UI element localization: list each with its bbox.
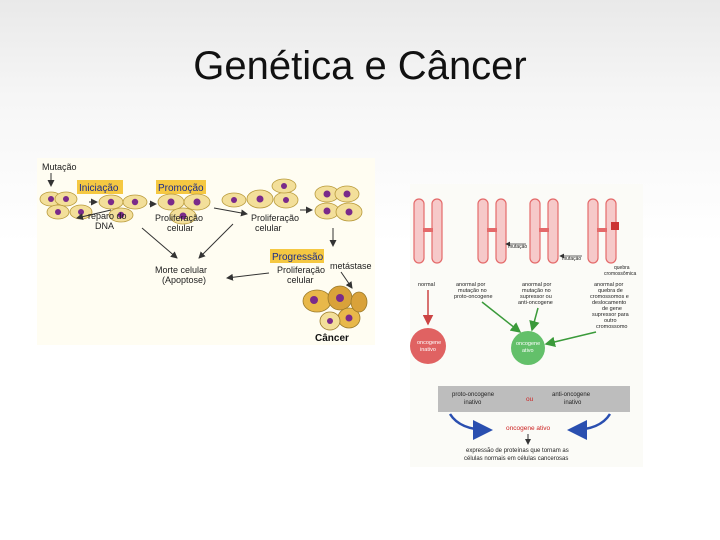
abnormal-proto-label-b: mutação no (458, 288, 487, 294)
abnormal-break-label-a: anormal por (594, 282, 624, 288)
inactive-genes-box (438, 386, 630, 412)
slide-title: Genética e Câncer (193, 44, 527, 88)
anti-inactive-label-b: inativo (564, 400, 582, 406)
arrow-apoptosis-2 (198, 223, 234, 259)
abnormal-break-label-b: quebra de (598, 288, 623, 294)
promotion-label: Promoção (158, 183, 204, 194)
initiation-label: Iniciação (79, 183, 119, 194)
proliferation-label-2a: Proliferação (251, 213, 299, 223)
oncogene-active-bottom-label: oncogene ativo (506, 425, 550, 432)
chromosome-pair-break (587, 198, 619, 264)
abnormal-break-label-e: de gene (602, 306, 622, 312)
abnormal-break-label-d: deslocamento (592, 300, 626, 306)
chromosome-pair-proto (477, 198, 507, 264)
proliferation-label-3b: celular (287, 275, 314, 285)
oncogene-diagram: mutação mutação quebra cromossômica norm… (410, 184, 643, 467)
mutation-label-2: mutação (562, 256, 581, 262)
abnormal-break-label-f: supressor para (592, 312, 630, 318)
cancer-mass (302, 285, 368, 331)
abnormal-supp-label-c: supressor ou (520, 294, 552, 300)
proto-inactive-label-a: proto-oncogene (452, 392, 495, 398)
initiation-label-bg (77, 180, 123, 194)
oncogene-inactive-label-a: oncogene (417, 340, 441, 346)
dna-repair-label-1: reparo do (88, 211, 127, 221)
oncogene-inactive-label-b: inativo (420, 347, 436, 353)
metastasis-label: metástase (330, 261, 372, 271)
arrow-dna-repair (76, 209, 112, 221)
promoted-cells (157, 193, 211, 225)
chromosome-pair-normal (413, 198, 443, 264)
abnormal-supp-label-a: anormal por (522, 282, 552, 288)
proliferation-label-2b: celular (255, 223, 282, 233)
or-label: ou (526, 396, 534, 403)
arrow-break-down (544, 331, 597, 348)
expression-label-b: células normais em células cancerosas (464, 456, 568, 462)
late-proliferated-cells (314, 185, 363, 222)
oncogene-active-label-b: ativo (522, 348, 534, 354)
progression-label-bg (270, 249, 324, 263)
initiated-cells (98, 194, 148, 223)
blue-arrow-left (448, 413, 493, 440)
proliferation-label-3a: Proliferação (277, 265, 325, 275)
cancer-label: Câncer (315, 333, 349, 344)
abnormal-proto-label-c: proto-oncogene (454, 294, 493, 300)
proto-inactive-label-b: inativo (464, 400, 482, 406)
abnormal-break-label-g: outro (604, 318, 617, 324)
progression-label: Progressão (272, 252, 324, 263)
arrow-apoptosis-3 (226, 272, 270, 281)
blue-arrow-right (567, 413, 612, 440)
proliferated-cells (221, 178, 299, 209)
carcinogenesis-diagram: Mutação Iniciação Promoção reparo (37, 158, 375, 345)
arrow-supp-down (529, 307, 540, 332)
normal-label: normal (418, 282, 435, 288)
proliferation-label-1a: Proliferação (155, 213, 203, 223)
abnormal-supp-label-d: anti-oncogene (518, 300, 553, 306)
oncogene-inactive-circle (410, 328, 446, 364)
dna-repair-label-2: DNA (95, 221, 114, 231)
mutation-label: Mutação (42, 162, 77, 172)
arrow-to-proliferation-2 (213, 207, 248, 217)
chromosome-pair-suppressor (529, 198, 559, 264)
chromosome-break-label-a: quebra (614, 265, 630, 271)
abnormal-supp-label-b: mutação no (522, 288, 551, 294)
mutation-label-1: mutação (508, 244, 527, 250)
anti-inactive-label-a: anti-oncogene (552, 392, 591, 398)
arrow-metastasis (340, 271, 353, 289)
cell-death-label-a: Morte celular (155, 265, 207, 275)
arrow-apoptosis-1 (141, 227, 178, 259)
oncogene-active-circle (511, 331, 545, 365)
promotion-label-bg (156, 180, 206, 194)
cell-death-label-b: (Apoptose) (162, 275, 206, 285)
abnormal-break-label-h: cromossomo (596, 324, 627, 330)
expression-label-a: expressão de proteínas que tornam as (466, 448, 569, 454)
chromosome-break-label-b: cromossômica (604, 271, 636, 277)
abnormal-proto-label-a: anormal por (456, 282, 486, 288)
abnormal-break-label-c: cromossomos e (590, 294, 629, 300)
oncogene-active-label-a: oncogene (516, 341, 540, 347)
proliferation-label-1b: celular (167, 223, 194, 233)
initial-cells (39, 191, 93, 220)
arrow-proto-down (481, 301, 522, 333)
